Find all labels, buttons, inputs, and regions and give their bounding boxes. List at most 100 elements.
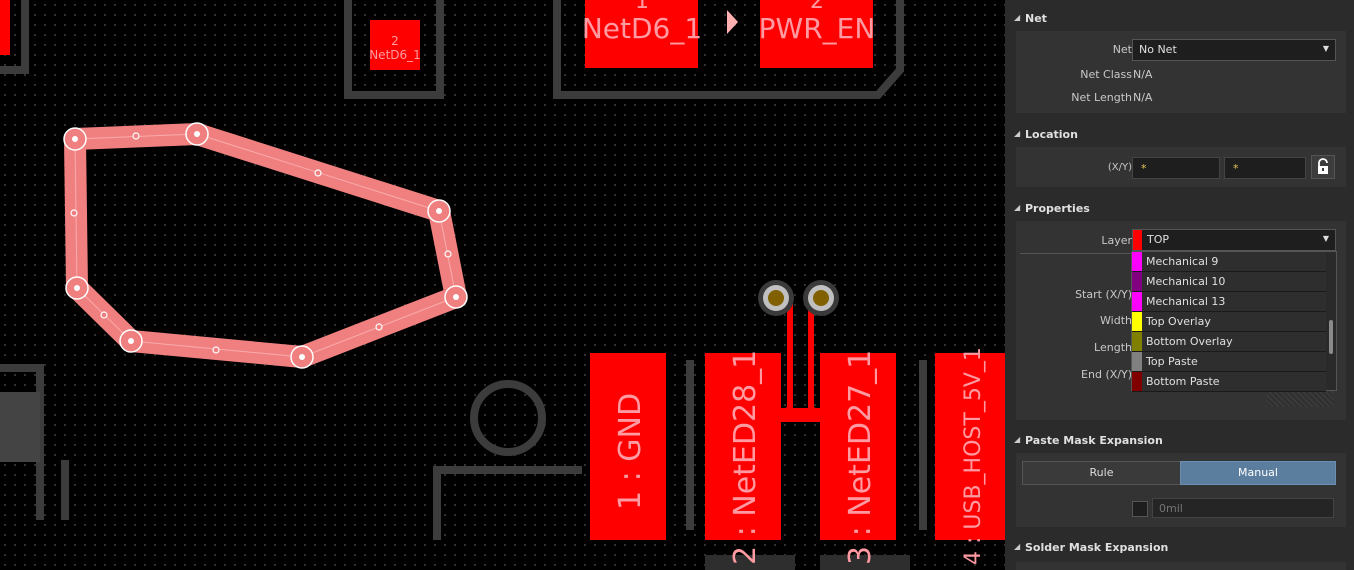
via[interactable] [803, 280, 839, 316]
collapse-triangle-icon[interactable]: ◢ [1014, 129, 1021, 138]
layer-option[interactable]: Bottom Overlay [1132, 332, 1326, 352]
y-input[interactable]: * [1224, 157, 1306, 179]
pad-label: 3 : NetED27_1 [843, 350, 878, 565]
layer-color-swatch [1132, 292, 1142, 311]
layer-option[interactable]: Mechanical 9 [1132, 252, 1326, 272]
layer-option[interactable]: Top Overlay [1132, 312, 1326, 332]
layer-color-swatch [1132, 252, 1142, 271]
solder-mask-box [1016, 562, 1346, 570]
pad-pwr-en[interactable] [760, 0, 873, 68]
net-class-label: Net Class [1080, 68, 1132, 81]
lock-button[interactable] [1311, 155, 1335, 179]
layer-color-swatch [1132, 332, 1142, 351]
pad-label: 4 : USB_HOST_5V_1 [961, 347, 986, 565]
net-length-label: Net Length [1071, 91, 1132, 104]
pcb-drawing[interactable]: 2 NetD6_1 NetD6_1 PWR_EN 1 2 [0, 0, 1005, 570]
lock-icon [1318, 158, 1328, 174]
via[interactable] [758, 280, 794, 316]
properties-panel: ◢ Net Net No Net ▼ Net Class N/A Net Len… [1005, 0, 1354, 570]
net-dropdown[interactable]: No Net ▼ [1132, 39, 1336, 61]
net-box: Net No Net ▼ Net Class N/A Net Length N/… [1016, 31, 1346, 113]
pad-gnd[interactable] [590, 353, 666, 540]
net-label: Net [1112, 43, 1132, 56]
chevron-down-icon: ▼ [1322, 44, 1329, 53]
x-input-value: * [1141, 162, 1147, 175]
layer-color-swatch [1133, 230, 1142, 250]
layer-dropdown-list[interactable]: Mechanical 9 Mechanical 10 Mechanical 13… [1131, 251, 1337, 392]
pad-label: 2 : NetED28_1 [728, 350, 763, 565]
end-label: End (X/Y) [1081, 368, 1132, 381]
pcb-canvas[interactable]: 2 NetD6_1 NetD6_1 PWR_EN 1 2 [0, 0, 1005, 570]
section-title: Solder Mask Expansion [1025, 541, 1169, 554]
pad-usb-host[interactable] [935, 353, 1005, 540]
pad-label: 1 : GND [613, 393, 648, 510]
start-label: Start (X/Y) [1075, 288, 1132, 301]
pad-net-label: NetD6_1 [582, 12, 702, 45]
rule-label: Rule [1089, 466, 1114, 479]
layer-dropdown[interactable]: TOP ▼ [1132, 229, 1336, 251]
net-section-header[interactable]: ◢ Net [1005, 9, 1354, 29]
pad-net-label: PWR_EN [759, 12, 876, 45]
pad-net: NetD6_1 [369, 48, 421, 62]
layer-option-label: Bottom Overlay [1146, 335, 1233, 348]
chevron-down-icon: ▼ [1322, 234, 1329, 243]
solder-mask-section-header[interactable]: ◢ Solder Mask Expansion [1005, 538, 1354, 558]
location-section-header[interactable]: ◢ Location [1005, 125, 1354, 145]
diode-arrow [727, 10, 738, 34]
pad-neted28[interactable] [705, 353, 781, 540]
component-outlines [0, 0, 927, 540]
length-label: Length [1094, 341, 1132, 354]
track-neck [775, 408, 825, 422]
pad-number: 1 [635, 0, 649, 14]
layer-option[interactable]: Mechanical 10 [1132, 272, 1326, 292]
layer-dropdown-value: TOP [1147, 233, 1170, 246]
xy-label: (X/Y) [1107, 162, 1132, 173]
pad-neted27[interactable] [820, 353, 896, 540]
width-label: Width [1100, 314, 1132, 327]
paste-mask-checkbox[interactable] [1132, 501, 1148, 517]
net-class-value: N/A [1133, 68, 1153, 81]
paste-mask-value-input[interactable] [1152, 498, 1334, 518]
location-box: (X/Y) * * [1016, 147, 1346, 187]
collapse-triangle-icon[interactable]: ◢ [1014, 13, 1021, 22]
layer-option[interactable]: Mechanical 13 [1132, 292, 1326, 312]
pad[interactable] [0, 0, 10, 55]
layer-color-swatch [1132, 272, 1142, 291]
layer-label: Layer [1101, 234, 1132, 247]
component-body [0, 392, 40, 462]
pad-netd6-small[interactable] [370, 20, 420, 70]
manual-toggle-button[interactable]: Manual [1180, 461, 1336, 485]
section-title: Net [1025, 12, 1047, 25]
component-body [820, 555, 910, 570]
collapse-triangle-icon[interactable]: ◢ [1014, 435, 1021, 444]
collapse-triangle-icon[interactable]: ◢ [1014, 542, 1021, 551]
layer-option[interactable]: Top Paste [1132, 352, 1326, 372]
properties-section-header[interactable]: ◢ Properties [1005, 199, 1354, 219]
rule-toggle-button[interactable]: Rule [1022, 461, 1181, 485]
layer-option[interactable]: Bottom Paste [1132, 372, 1326, 392]
y-input-value: * [1233, 162, 1239, 175]
layer-option-label: Top Overlay [1146, 315, 1211, 328]
pad-netd6[interactable] [585, 0, 698, 68]
section-title: Location [1025, 128, 1078, 141]
selected-track-polygon[interactable] [63, 122, 468, 369]
manual-label: Manual [1238, 466, 1278, 479]
x-input[interactable]: * [1132, 157, 1220, 179]
layer-option-label: Mechanical 13 [1146, 295, 1226, 308]
collapse-triangle-icon[interactable]: ◢ [1014, 203, 1021, 212]
layer-option-label: Mechanical 9 [1146, 255, 1219, 268]
layer-list-scrollbar[interactable] [1329, 320, 1333, 354]
section-title: Properties [1025, 202, 1090, 215]
pad-number: 2 [391, 34, 399, 48]
layer-color-swatch [1132, 312, 1142, 331]
divider [1020, 253, 1133, 254]
layer-option-label: Top Paste [1146, 355, 1198, 368]
layer-option-label: Mechanical 10 [1146, 275, 1226, 288]
section-title: Paste Mask Expansion [1025, 434, 1163, 447]
layer-option-label: Bottom Paste [1146, 375, 1220, 388]
layer-color-swatch [1132, 372, 1142, 391]
pad-number: 2 [810, 0, 824, 14]
component-body [705, 555, 795, 570]
net-dropdown-value: No Net [1139, 43, 1177, 56]
paste-mask-section-header[interactable]: ◢ Paste Mask Expansion [1005, 431, 1354, 451]
